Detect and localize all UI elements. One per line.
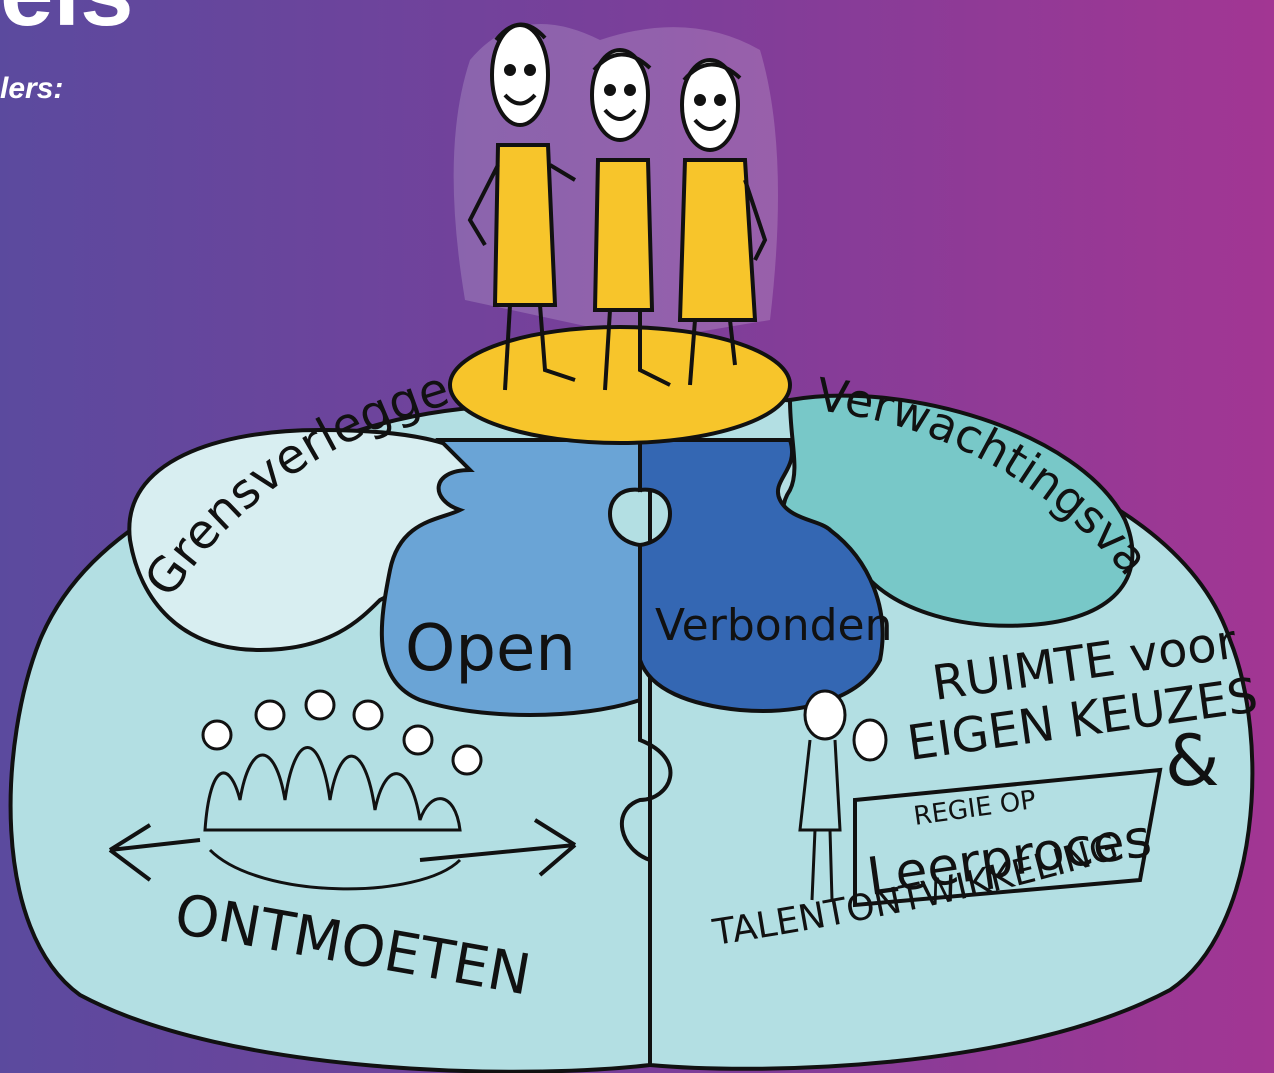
platform [448,325,792,445]
puzzle-right-label: Verbonden [655,600,892,651]
banner [853,767,1163,908]
puzzle-piece-left [379,438,642,717]
student-figures-icon [798,689,888,901]
figure-left [467,22,577,391]
two-way-arrow-icon [108,818,577,882]
puzzle-left-label: Open [405,612,576,686]
right-petal [781,393,1135,628]
puzzle-piece-right [638,438,885,713]
ampersand-label: & [1165,720,1220,802]
page-subtitle: lers: [0,72,64,105]
figure-middle [590,48,671,391]
meeting-people-icon [201,689,483,891]
page-title: els [0,0,133,48]
figure-right [677,58,768,386]
center-divider [620,630,673,1065]
